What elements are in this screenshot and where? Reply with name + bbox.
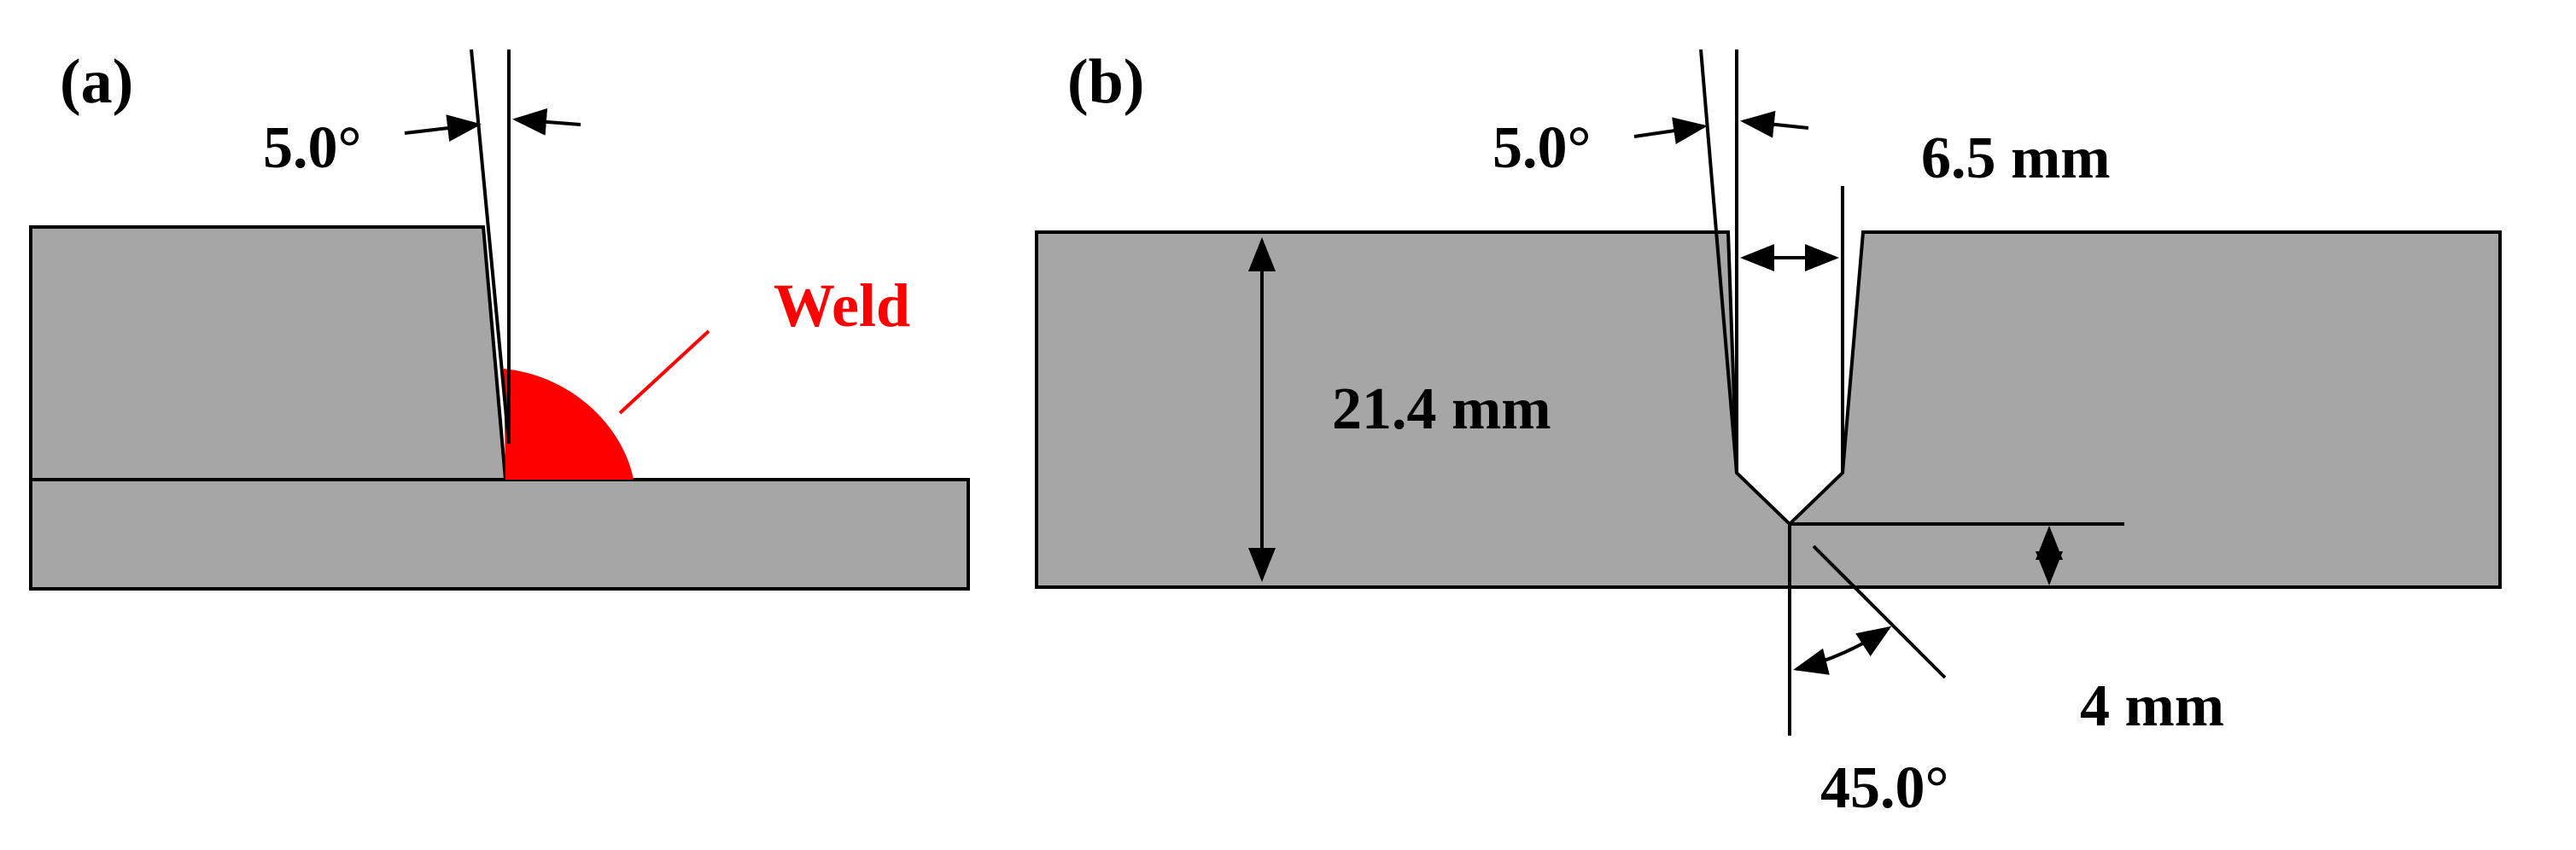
panel-a-upper-plate (29, 225, 508, 481)
panel-a-angle-label: 5.0° (263, 115, 362, 181)
panel-b-thickness-label: 21.4 mm (1332, 376, 1551, 442)
panel-b: (b) 5.0° 6.5 mm 21.4 mm 4 mm 45.0° (1035, 47, 2502, 821)
panel-a-label: (a) (60, 47, 133, 117)
panel-b-bevel-label: 45.0° (1820, 755, 1949, 821)
panel-b-bevel-arc-dimension (1793, 626, 1892, 675)
panel-b-label: (b) (1067, 47, 1144, 117)
panel-b-angle-label: 5.0° (1492, 115, 1592, 181)
panel-b-gap-label: 6.5 mm (1921, 125, 2111, 191)
panel-b-grooved-plate (1035, 230, 2502, 589)
panel-a-weld-bead (504, 369, 634, 480)
panel-b-root-label: 4 mm (2080, 673, 2224, 739)
panel-a-weld-label: Weld (774, 271, 910, 340)
panel-b-angle-arrow-left (1633, 117, 1708, 145)
panel-a-base-plate (29, 478, 970, 591)
panel-a: (a) 5.0° Weld (29, 47, 970, 591)
panel-b-bevel-slanted-ref (1812, 544, 1947, 679)
panel-a-angle-arrow-right (512, 108, 581, 136)
panel-a-weld-leader (618, 329, 710, 415)
panel-b-angle-arrow-right (1740, 110, 1809, 138)
panel-a-angle-arrow-left (404, 114, 482, 143)
